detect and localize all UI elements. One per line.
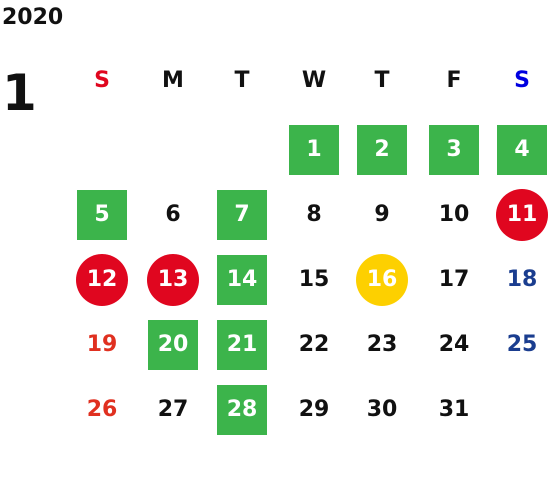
day-cell-5[interactable]: 5 xyxy=(77,190,127,240)
day-cell-11[interactable]: 11 xyxy=(496,189,548,241)
day-cell-8[interactable]: 8 xyxy=(306,202,322,227)
weekday-header-1: M xyxy=(162,68,184,93)
day-cell-22[interactable]: 22 xyxy=(298,332,330,357)
weekday-header-3: W xyxy=(301,68,327,93)
day-cell-29[interactable]: 29 xyxy=(298,397,330,422)
day-cell-31[interactable]: 31 xyxy=(438,397,470,422)
day-cell-25[interactable]: 25 xyxy=(506,332,538,357)
day-cell-19[interactable]: 19 xyxy=(86,332,118,357)
day-cell-18[interactable]: 18 xyxy=(506,267,538,292)
day-cell-27[interactable]: 27 xyxy=(157,397,189,422)
day-cell-13[interactable]: 13 xyxy=(147,254,199,306)
year-label: 2020 xyxy=(2,5,64,30)
day-cell-21[interactable]: 21 xyxy=(217,320,267,370)
day-cell-16[interactable]: 16 xyxy=(356,254,408,306)
weekday-header-6: S xyxy=(514,68,530,93)
weekday-header-4: T xyxy=(374,68,390,93)
day-cell-24[interactable]: 24 xyxy=(438,332,470,357)
day-cell-17[interactable]: 17 xyxy=(438,267,470,292)
day-cell-26[interactable]: 26 xyxy=(86,397,118,422)
weekday-header-5: F xyxy=(446,68,462,93)
day-cell-12[interactable]: 12 xyxy=(76,254,128,306)
day-cell-30[interactable]: 30 xyxy=(366,397,398,422)
day-cell-3[interactable]: 3 xyxy=(429,125,479,175)
month-label: 1 xyxy=(2,64,37,122)
day-cell-6[interactable]: 6 xyxy=(165,202,181,227)
day-cell-4[interactable]: 4 xyxy=(497,125,547,175)
day-cell-20[interactable]: 20 xyxy=(148,320,198,370)
day-cell-14[interactable]: 14 xyxy=(217,255,267,305)
day-cell-9[interactable]: 9 xyxy=(374,202,390,227)
day-cell-23[interactable]: 23 xyxy=(366,332,398,357)
day-cell-28[interactable]: 28 xyxy=(217,385,267,435)
day-cell-7[interactable]: 7 xyxy=(217,190,267,240)
day-cell-1[interactable]: 1 xyxy=(289,125,339,175)
day-cell-15[interactable]: 15 xyxy=(298,267,330,292)
weekday-header-0: S xyxy=(94,68,110,93)
day-cell-10[interactable]: 10 xyxy=(438,202,470,227)
day-cell-2[interactable]: 2 xyxy=(357,125,407,175)
weekday-header-2: T xyxy=(234,68,250,93)
